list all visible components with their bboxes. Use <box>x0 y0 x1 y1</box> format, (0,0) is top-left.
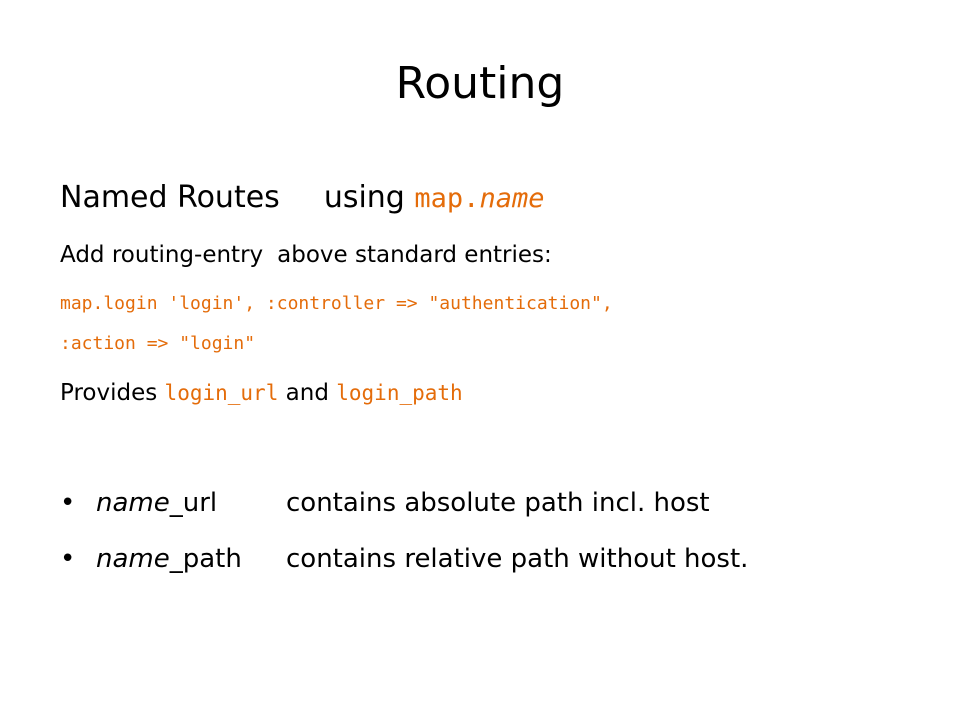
bullet-term-italic: name <box>96 488 170 518</box>
bullet-term-italic: name <box>96 544 170 574</box>
bullet-description: contains absolute path incl. host <box>286 488 710 518</box>
provides-line: Provides login_url and login_path <box>60 380 463 406</box>
bullet-description: contains relative path without host. <box>286 544 749 574</box>
bullet-term: name_url <box>96 488 286 518</box>
bullet-marker: • <box>60 488 76 518</box>
code-line-2: :action => "login" <box>60 333 256 354</box>
heading-using: using <box>323 180 405 215</box>
bullet-term-suffix: _url <box>169 488 218 518</box>
login-url-code: login_url <box>164 381 279 405</box>
slide-title: Routing <box>395 58 565 109</box>
heading-text: Named Routes <box>60 180 280 215</box>
add-routing-part2: above standard entries: <box>277 242 552 268</box>
add-routing-part1: Add routing-entry <box>60 242 264 268</box>
heading-code-italic: name <box>479 183 545 214</box>
code-line-1: map.login 'login', :controller => "authe… <box>60 293 613 314</box>
provides-and: and <box>285 380 329 406</box>
heading-code: map.name <box>414 183 544 214</box>
login-path-code: login_path <box>336 381 463 405</box>
bullet-term: name_path <box>96 544 286 574</box>
provides-prefix: Provides <box>60 380 158 406</box>
bullet-marker: • <box>60 544 76 574</box>
named-routes-heading: Named Routes using map.name <box>60 180 544 215</box>
add-routing-line: Add routing-entry above standard entries: <box>60 242 552 268</box>
heading-code-prefix: map. <box>414 183 480 214</box>
bullet-term-suffix: _path <box>169 544 242 574</box>
